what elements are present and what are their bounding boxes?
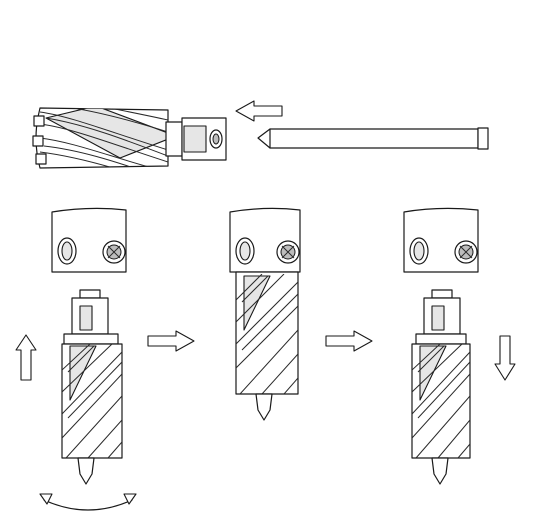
arrow-down bbox=[494, 335, 516, 381]
step-2 bbox=[229, 207, 301, 421]
arrow-right-1 bbox=[147, 330, 195, 352]
spindle-1 bbox=[51, 207, 127, 273]
spindle-2 bbox=[229, 207, 301, 273]
horizontal-cutter bbox=[32, 107, 227, 169]
arrow-right-2 bbox=[325, 330, 373, 352]
pilot-pin bbox=[257, 127, 489, 150]
rotate-arrow bbox=[39, 493, 137, 511]
cutter-3 bbox=[411, 289, 471, 485]
arrow-left bbox=[235, 100, 283, 122]
arrow-up bbox=[15, 334, 37, 381]
cutter-1 bbox=[61, 289, 123, 485]
spindle-3 bbox=[403, 207, 479, 273]
step-1 bbox=[15, 207, 137, 511]
step-3 bbox=[403, 207, 516, 485]
cutter-2 bbox=[235, 271, 299, 421]
